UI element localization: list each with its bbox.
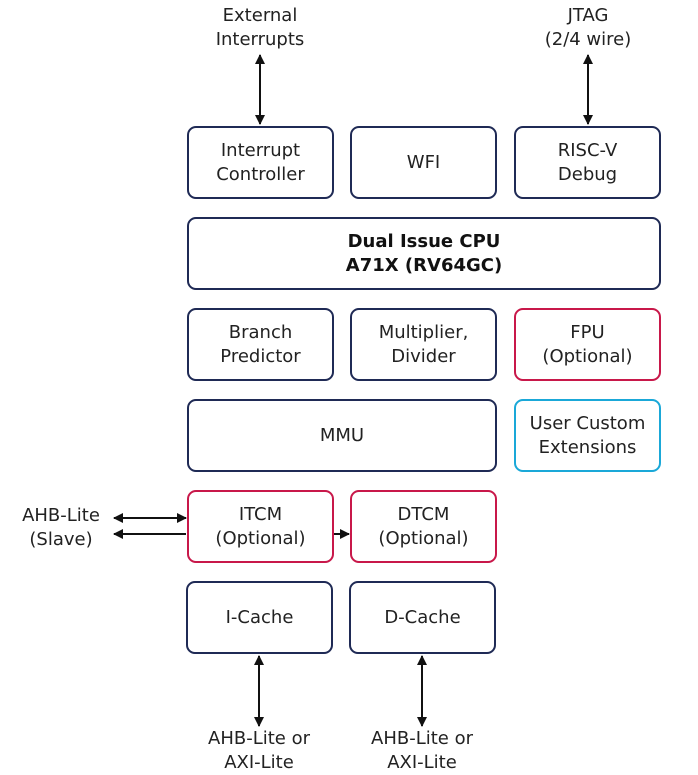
jtag-label: JTAG (2/4 wire) xyxy=(518,4,658,52)
interrupt-controller-line-1: Interrupt xyxy=(220,139,301,161)
branch-predictor-line-2: Predictor xyxy=(220,345,301,367)
user-custom-extensions-line-2: Extensions xyxy=(538,436,637,458)
mmu-block: MMU xyxy=(187,399,497,472)
icache-bus-label: AHB-Lite or AXI-Lite xyxy=(189,727,329,775)
cpu-title: Dual Issue CPU xyxy=(347,230,501,252)
icache-bus-line-1: AHB-Lite or xyxy=(208,728,310,749)
dcache-bus-label: AHB-Lite or AXI-Lite xyxy=(352,727,492,775)
external-interrupts-label: External Interrupts xyxy=(190,4,330,52)
icache-bus-line-2: AXI-Lite xyxy=(224,752,294,773)
external-interrupts-line-2: Interrupts xyxy=(215,29,305,50)
icache-label: I-Cache xyxy=(225,606,294,628)
fpu-line-2: (Optional) xyxy=(542,345,633,367)
fpu-line-1: FPU xyxy=(570,321,605,343)
branch-predictor-line-1: Branch xyxy=(228,321,293,343)
ahb-slave-line-2: (Slave) xyxy=(29,529,93,550)
wfi-label: WFI xyxy=(406,151,441,173)
wfi-block: WFI xyxy=(350,126,497,199)
riscv-debug-block: RISC-V Debug xyxy=(514,126,661,199)
ahb-slave-label: AHB-Lite (Slave) xyxy=(10,504,112,552)
dcache-label: D-Cache xyxy=(384,606,461,628)
cpu-subtitle: A71X (RV64GC) xyxy=(345,254,503,276)
user-custom-extensions-line-1: User Custom xyxy=(529,412,646,434)
multiplier-divider-line-2: Divider xyxy=(391,345,456,367)
itcm-block: ITCM (Optional) xyxy=(187,490,334,563)
mmu-label: MMU xyxy=(319,424,365,446)
dtcm-line-1: DTCM xyxy=(397,503,450,525)
dtcm-block: DTCM (Optional) xyxy=(350,490,497,563)
itcm-line-2: (Optional) xyxy=(215,527,306,549)
riscv-debug-line-1: RISC-V xyxy=(557,139,618,161)
dcache-bus-line-1: AHB-Lite or xyxy=(371,728,473,749)
interrupt-controller-block: Interrupt Controller xyxy=(187,126,334,199)
multiplier-divider-line-1: Multiplier, xyxy=(378,321,469,343)
dcache-block: D-Cache xyxy=(349,581,496,654)
jtag-line-1: JTAG xyxy=(567,5,609,26)
icache-block: I-Cache xyxy=(186,581,333,654)
multiplier-divider-block: Multiplier, Divider xyxy=(350,308,497,381)
interrupt-controller-line-2: Controller xyxy=(216,163,305,185)
itcm-line-1: ITCM xyxy=(238,503,283,525)
external-interrupts-line-1: External xyxy=(222,5,298,26)
branch-predictor-block: Branch Predictor xyxy=(187,308,334,381)
ahb-slave-line-1: AHB-Lite xyxy=(22,505,100,526)
cpu-block: Dual Issue CPU A71X (RV64GC) xyxy=(187,217,661,290)
riscv-debug-line-2: Debug xyxy=(557,163,618,185)
user-custom-extensions-block: User Custom Extensions xyxy=(514,399,661,472)
dcache-bus-line-2: AXI-Lite xyxy=(387,752,457,773)
dtcm-line-2: (Optional) xyxy=(378,527,469,549)
fpu-block: FPU (Optional) xyxy=(514,308,661,381)
jtag-line-2: (2/4 wire) xyxy=(544,29,632,50)
